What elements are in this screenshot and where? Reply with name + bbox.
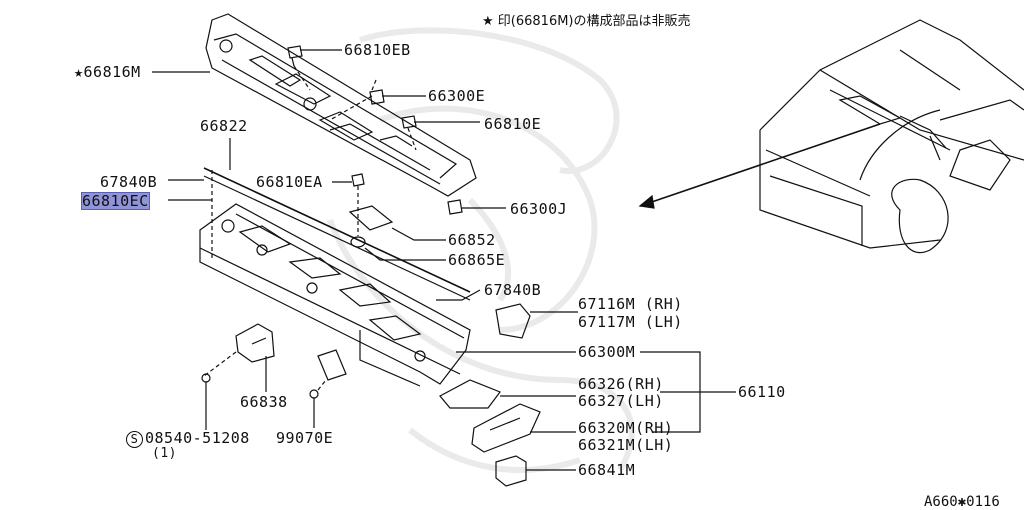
- label-67117M: 67117M (LH): [578, 313, 683, 331]
- car-illustration: [759, 19, 1024, 254]
- bolt-08540: [201, 373, 211, 430]
- label-66865E: 66865E: [448, 251, 506, 269]
- label-66300J: 66300J: [510, 200, 568, 218]
- watermark: [327, 27, 635, 473]
- label-66852: 66852: [448, 231, 496, 249]
- reinforcement-66326: [439, 379, 576, 409]
- label-66327: 66327(LH): [578, 392, 664, 410]
- clip-66810EA: [332, 173, 365, 236]
- label-66810E: 66810E: [484, 115, 542, 133]
- label-66300E: 66300E: [428, 87, 486, 105]
- reference-code: A660✱0116: [924, 494, 1000, 510]
- label-67840B-upper: 67840B: [100, 173, 158, 191]
- s-symbol-icon: S: [126, 431, 143, 448]
- label-99070E: 99070E: [276, 429, 334, 447]
- cowl-top-part: [205, 13, 477, 197]
- label-67116M: 67116M (RH): [578, 295, 683, 313]
- plate-99070E: [309, 349, 347, 428]
- label-66300M: 66300M: [578, 343, 636, 361]
- cowl-panel-part: [199, 203, 471, 387]
- label-66321M: 66321M(LH): [578, 436, 674, 454]
- label-66838: 66838: [240, 393, 288, 411]
- grommet-66865E: [350, 236, 446, 261]
- label-66810EC: 66810EC: [81, 192, 150, 210]
- label-67840B-lower: 67840B: [484, 281, 542, 299]
- clip-66810E: [401, 115, 480, 151]
- clip-66300J: [447, 199, 506, 215]
- label-08540-number: 08540-51208: [145, 429, 250, 447]
- label-66816M: ★66816M: [74, 63, 141, 81]
- label-66822: 66822: [200, 117, 248, 135]
- label-66810EA: 66810EA: [256, 173, 323, 191]
- block-66841M: [495, 455, 576, 487]
- clip-66300E: [329, 79, 426, 121]
- label-66841M: 66841M: [578, 461, 636, 479]
- label-66810EB: 66810EB: [344, 41, 411, 59]
- header-note: ★ 印(66816M)の構成部品は非販売: [482, 14, 691, 29]
- label-08540-qty: (1): [152, 446, 177, 461]
- extension-66320M: [471, 403, 576, 453]
- label-66326: 66326(RH): [578, 375, 664, 393]
- bracket-67116M: [495, 303, 578, 339]
- label-66110: 66110: [738, 383, 786, 401]
- clip-66810EB: [287, 45, 342, 91]
- label-66320M: 66320M(RH): [578, 419, 674, 437]
- bracket-66838: [203, 323, 275, 392]
- bracket-66852: [348, 205, 446, 241]
